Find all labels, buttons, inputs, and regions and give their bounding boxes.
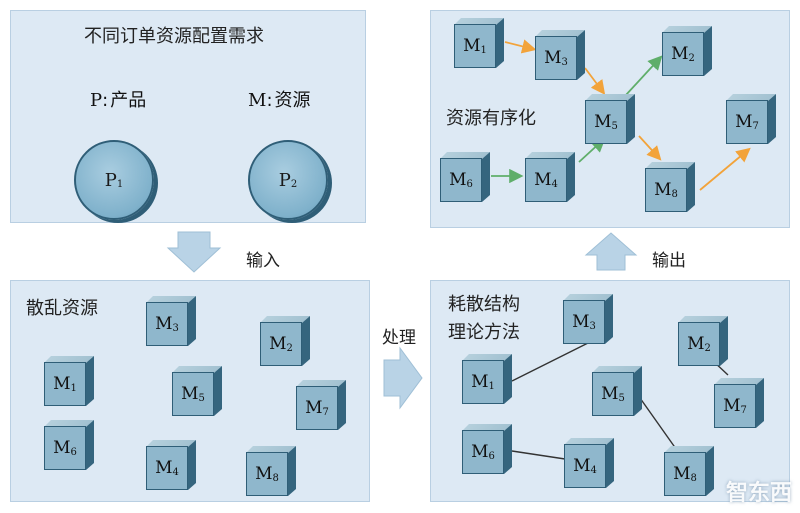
- product-letter: P: [104, 169, 117, 191]
- cube-letter: M: [53, 374, 71, 394]
- cube-sub: 3: [172, 322, 179, 334]
- cube-sub: 6: [488, 450, 495, 462]
- cube-sub: 2: [688, 52, 695, 64]
- cube-sub: 8: [690, 472, 697, 484]
- demand-title: 不同订单资源配置需求: [84, 26, 264, 47]
- cube-sub: 7: [752, 120, 759, 132]
- cube-letter: M: [471, 442, 489, 462]
- cube-sub: 6: [466, 178, 473, 190]
- cube-letter: M: [53, 438, 71, 458]
- cube-sub: 2: [704, 342, 711, 354]
- legend-product-text: 产品: [110, 90, 147, 111]
- legend-resource-text: 资源: [274, 90, 311, 111]
- cube-sub: 3: [589, 320, 596, 332]
- cube-letter: M: [544, 48, 562, 68]
- cube-letter: M: [305, 398, 323, 418]
- product-sub: 1: [116, 178, 124, 190]
- cube-letter: M: [735, 112, 753, 132]
- scattered-title: 散乱资源: [26, 298, 98, 319]
- cube-sub: 7: [322, 406, 329, 418]
- cube-letter: M: [463, 36, 481, 56]
- cube-letter: M: [687, 334, 705, 354]
- legend-resource-symbol: M: [248, 90, 267, 111]
- cube-letter: M: [723, 396, 741, 416]
- cube-sub: 8: [671, 188, 678, 200]
- process-arrow: [383, 346, 423, 410]
- cube-letter: M: [181, 384, 199, 404]
- cube-letter: M: [449, 170, 467, 190]
- cube-letter: M: [471, 372, 489, 392]
- legend-resource: M:资源: [248, 86, 311, 112]
- legend-product-sep: :: [102, 90, 109, 111]
- cube-sub: 3: [561, 56, 568, 68]
- legend-product: P:产品: [90, 86, 146, 112]
- cube-sub: 5: [611, 120, 618, 132]
- cube-sub: 4: [590, 464, 597, 476]
- cube-letter: M: [572, 312, 590, 332]
- cube-sub: 5: [198, 392, 205, 404]
- cube-sub: 1: [480, 44, 487, 56]
- ordered-title: 资源有序化: [446, 108, 536, 129]
- process-label: 处理: [382, 328, 416, 348]
- cube-letter: M: [573, 456, 591, 476]
- product-sub: 2: [290, 178, 298, 190]
- legend-product-symbol: P: [90, 90, 103, 111]
- dissipative-title-line1: 耗散结构: [448, 294, 520, 315]
- cube-letter: M: [601, 384, 619, 404]
- cube-sub: 8: [272, 472, 279, 484]
- input-label: 输入: [246, 251, 280, 271]
- cube-sub: 1: [488, 380, 495, 392]
- cube-letter: M: [155, 314, 173, 334]
- dissipative-title-line2: 理论方法: [448, 322, 520, 343]
- legend-resource-sep: :: [266, 90, 273, 111]
- product-letter: P: [278, 169, 291, 191]
- cube-letter: M: [594, 112, 612, 132]
- cube-sub: 6: [70, 446, 77, 458]
- watermark-logo: 智东西: [725, 481, 792, 506]
- cube-sub: 4: [172, 466, 179, 478]
- cube-letter: M: [269, 334, 287, 354]
- cube-letter: M: [155, 458, 173, 478]
- cube-sub: 4: [551, 178, 558, 190]
- cube-letter: M: [671, 44, 689, 64]
- cube-letter: M: [654, 180, 672, 200]
- output-label: 输出: [652, 251, 686, 271]
- cube-letter: M: [255, 464, 273, 484]
- cube-sub: 7: [740, 404, 747, 416]
- input-arrow: [166, 231, 222, 273]
- cube-letter: M: [534, 170, 552, 190]
- cube-letter: M: [673, 464, 691, 484]
- cube-sub: 5: [618, 392, 625, 404]
- cube-sub: 2: [286, 342, 293, 354]
- output-arrow: [584, 232, 638, 271]
- cube-sub: 1: [70, 382, 77, 394]
